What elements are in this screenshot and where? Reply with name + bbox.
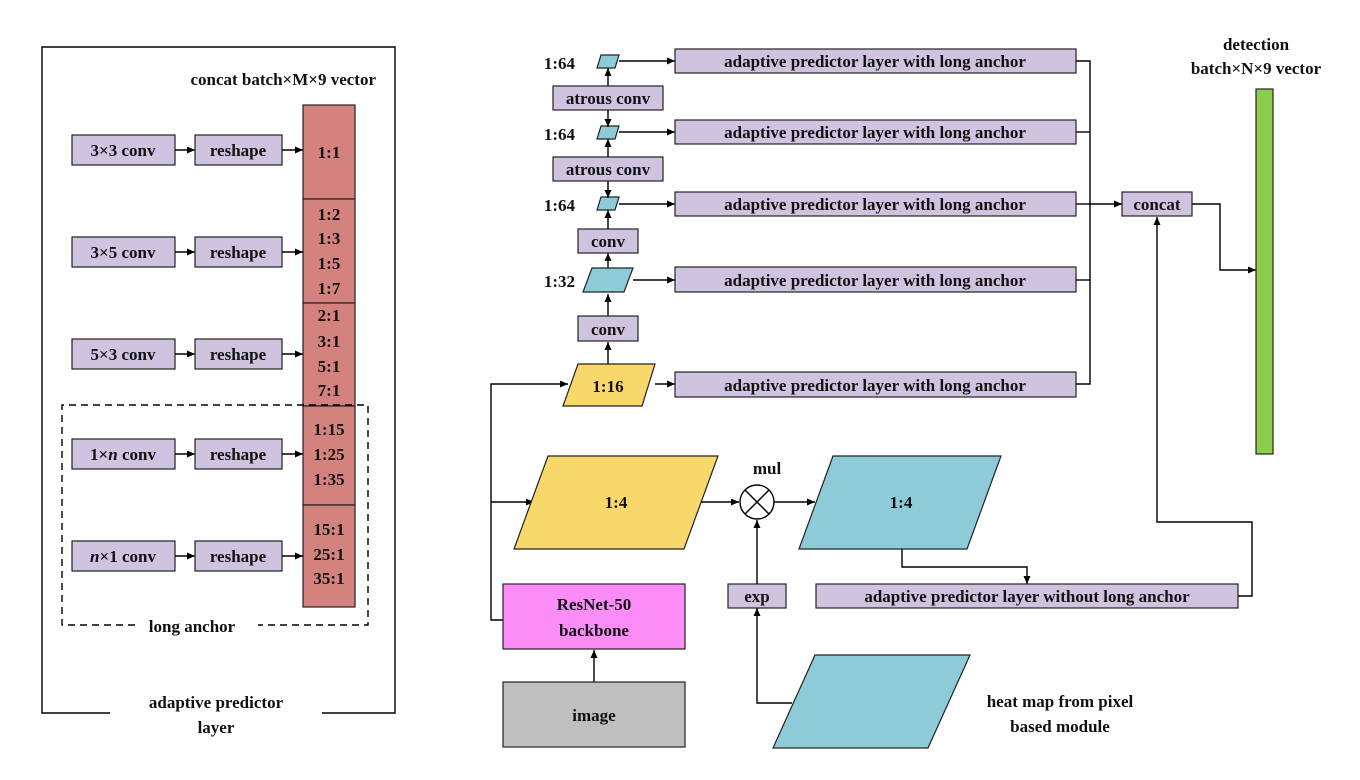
ratio-label: 1:3 (318, 229, 341, 248)
ratio-label: 1:1 (318, 143, 341, 162)
reshape-box (194, 338, 283, 370)
concat-box (1121, 191, 1193, 217)
ratio-label: 35:1 (313, 569, 344, 588)
ratio-label: 1:7 (318, 279, 341, 298)
detection-vector (1255, 88, 1274, 455)
exp-box (727, 583, 787, 609)
scale-label-1-64: 1:64 (544, 125, 576, 144)
conv-3x3-label: 3×3 conv (91, 141, 156, 160)
ratio-label: 7:1 (318, 381, 341, 400)
conv-1xn-label: 1×n conv (90, 445, 156, 464)
heatmap-label-line2: based module (1010, 717, 1110, 736)
mul-label: mul (753, 459, 782, 478)
feature-1-4-blue (798, 455, 1002, 550)
arrow (1192, 203, 1256, 274)
reshape-box (194, 540, 283, 572)
ratio-label: 1:25 (313, 445, 344, 464)
right-panel: 1:16 conv 1:32 conv 1:64 atrous conv 1:6… (490, 35, 1322, 749)
predictor-without-label: adaptive predictor layer without long an… (864, 587, 1190, 606)
reshape-label: reshape (210, 243, 267, 262)
ratio-label: 15:1 (313, 520, 344, 539)
ratio-label: 3:1 (318, 332, 341, 351)
ratio-label: 1:35 (313, 470, 344, 489)
atrous-conv-label: atrous conv (566, 89, 651, 108)
panel-frame (41, 46, 396, 714)
feature-1-64-a (596, 196, 620, 211)
predictor-without-box (815, 583, 1239, 609)
resnet-backbone-box (502, 583, 686, 650)
predictor-box (674, 48, 1077, 74)
long-anchor-region (61, 404, 369, 626)
arrow (1153, 217, 1253, 597)
scale-label-1-64: 1:64 (544, 196, 576, 215)
panel-caption-line2: layer (198, 718, 235, 737)
predictor-box (674, 191, 1077, 217)
reshape-label: reshape (210, 345, 267, 364)
panel-caption-line1: adaptive predictor (149, 693, 284, 712)
concat-label: concat (1133, 195, 1181, 214)
conv-label: conv (591, 320, 626, 339)
scale-label-1-32: 1:32 (544, 272, 575, 291)
vector-segment-2 (302, 198, 356, 304)
ratio-label: 5:1 (318, 357, 341, 376)
conv-nx1-box (71, 540, 176, 572)
ratio-label: 1:15 (313, 420, 344, 439)
conv-5x3-label: 5×3 conv (91, 345, 156, 364)
feature-1-32 (582, 267, 634, 293)
ratio-label: 25:1 (313, 545, 344, 564)
predictor-label: adaptive predictor layer with long ancho… (724, 271, 1026, 290)
predictor-box (674, 371, 1077, 398)
atrous-conv-box-2 (552, 156, 664, 182)
arrow (901, 549, 1031, 584)
image-label: image (572, 706, 616, 725)
backbone-label-line1: ResNet-50 (557, 595, 632, 614)
predictor-label: adaptive predictor layer with long ancho… (724, 376, 1026, 395)
detection-label-line2: batch×N×9 vector (1191, 59, 1322, 78)
long-anchor-label: long anchor (149, 617, 236, 636)
feature-1-16-label: 1:16 (592, 377, 623, 396)
feature-1-4-label: 1:4 (605, 493, 628, 512)
feature-1-4-yellow (513, 455, 719, 550)
predictor-label: adaptive predictor layer with long ancho… (724, 52, 1026, 71)
predictor-box (674, 266, 1077, 293)
conv-3x5-label: 3×5 conv (91, 243, 156, 262)
heatmap-label-line1: heat map from pixel (987, 692, 1134, 711)
feature-1-64-c (596, 54, 620, 69)
exp-label: exp (744, 587, 770, 606)
predictor-box (674, 119, 1077, 145)
reshape-box (194, 236, 283, 268)
predictor-label: adaptive predictor layer with long ancho… (724, 195, 1026, 214)
heatmap-feature (772, 654, 971, 749)
ratio-label: 1:5 (318, 254, 341, 273)
feature-1-16 (562, 363, 656, 407)
detection-label-line1: detection (1223, 35, 1290, 54)
vector-column: 1:1 1:2 1:3 1:5 1:7 2:1 3:1 5:1 7:1 1:15… (302, 104, 356, 608)
input-image-box (502, 681, 686, 748)
connector (1076, 60, 1091, 385)
concat-vector-label: concat batch×M×9 vector (190, 70, 376, 89)
multiply-icon (739, 484, 775, 520)
ratio-label: 1:2 (318, 205, 341, 224)
predictor-label: adaptive predictor layer with long ancho… (724, 123, 1026, 142)
ratio-label: 2:1 (318, 306, 341, 325)
conv-3x5-box (71, 236, 176, 268)
feature-1-4-label: 1:4 (890, 493, 913, 512)
left-panel: concat batch×M×9 vector 1:1 1:2 1:3 1:5 … (41, 46, 396, 737)
reshape-label: reshape (210, 445, 267, 464)
reshape-label: reshape (210, 141, 267, 160)
atrous-conv-label: atrous conv (566, 160, 651, 179)
reshape-box (194, 134, 283, 166)
conv-label: conv (591, 232, 626, 251)
conv-nx1-label: n×1 conv (90, 547, 156, 566)
backbone-label-line2: backbone (559, 621, 629, 640)
vector-segment-4 (302, 405, 356, 506)
scale-label-1-64: 1:64 (544, 54, 576, 73)
reshape-label: reshape (210, 547, 267, 566)
feature-1-64-b (596, 125, 620, 140)
conv-1xn-box (71, 438, 176, 470)
arrow (753, 608, 792, 704)
